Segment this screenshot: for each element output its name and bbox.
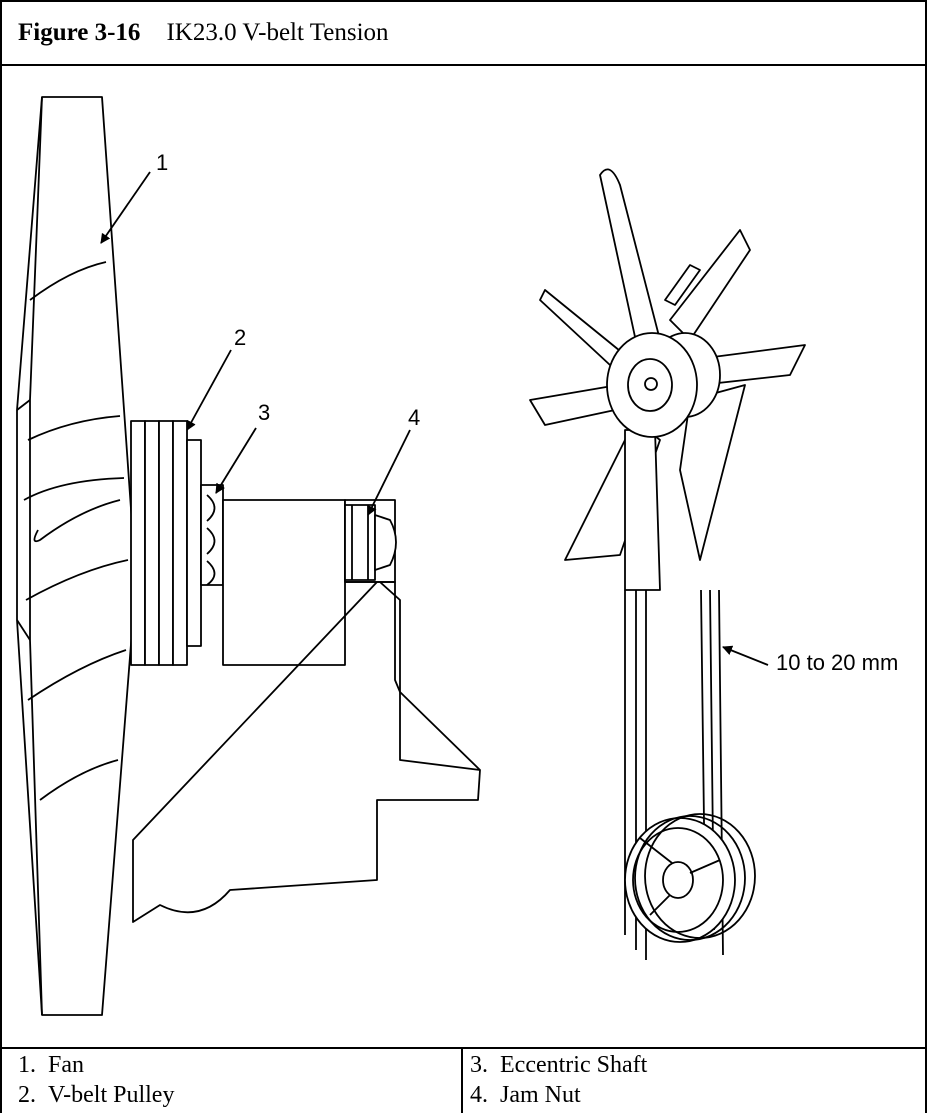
- fan-side-view: [16, 96, 137, 1016]
- dimension-label: 10 to 20 mm: [776, 650, 898, 675]
- legend-item-v-belt-pulley: 2. V-belt Pulley: [18, 1080, 174, 1110]
- eccentric-shaft: [200, 484, 224, 586]
- legend-column-divider: [461, 1047, 463, 1113]
- callout-4: 4: [408, 405, 420, 430]
- callout-3: 3: [258, 400, 270, 425]
- callout-2: 2: [234, 325, 246, 350]
- title-divider: [0, 64, 927, 66]
- legend-item-label: Fan: [48, 1052, 84, 1078]
- v-belt-pulley: [130, 420, 202, 666]
- callout-labels: 1 2 3 4 10 to 20 mm: [156, 150, 898, 675]
- jam-nut: [344, 504, 397, 581]
- fan-front-view: [529, 168, 806, 960]
- legend-item-number: 1.: [18, 1052, 36, 1078]
- callout-arrows: [100, 171, 411, 516]
- figure-title-row: Figure 3-16 IK23.0 V-belt Tension: [18, 8, 389, 58]
- frame-top-border: [0, 0, 927, 2]
- legend-divider: [0, 1047, 927, 1049]
- callout-1: 1: [156, 150, 168, 175]
- legend-item-jam-nut: 4. Jam Nut: [470, 1080, 581, 1110]
- legend-item-number: 2.: [18, 1082, 36, 1108]
- frame-right-border: [925, 0, 927, 1113]
- figure-title: IK23.0 V-belt Tension: [166, 19, 389, 46]
- legend-item-number: 4.: [470, 1082, 488, 1108]
- legend-item-label: Jam Nut: [500, 1082, 581, 1108]
- legend-item-eccentric-shaft: 3. Eccentric Shaft: [470, 1050, 647, 1080]
- legend-item-number: 3.: [470, 1052, 488, 1078]
- legend-item-label: V-belt Pulley: [48, 1082, 175, 1108]
- legend-item-fan: 1. Fan: [18, 1050, 84, 1080]
- legend-item-label: Eccentric Shaft: [500, 1052, 648, 1078]
- frame-left-border: [0, 0, 2, 1113]
- figure-number: Figure 3-16: [18, 19, 141, 46]
